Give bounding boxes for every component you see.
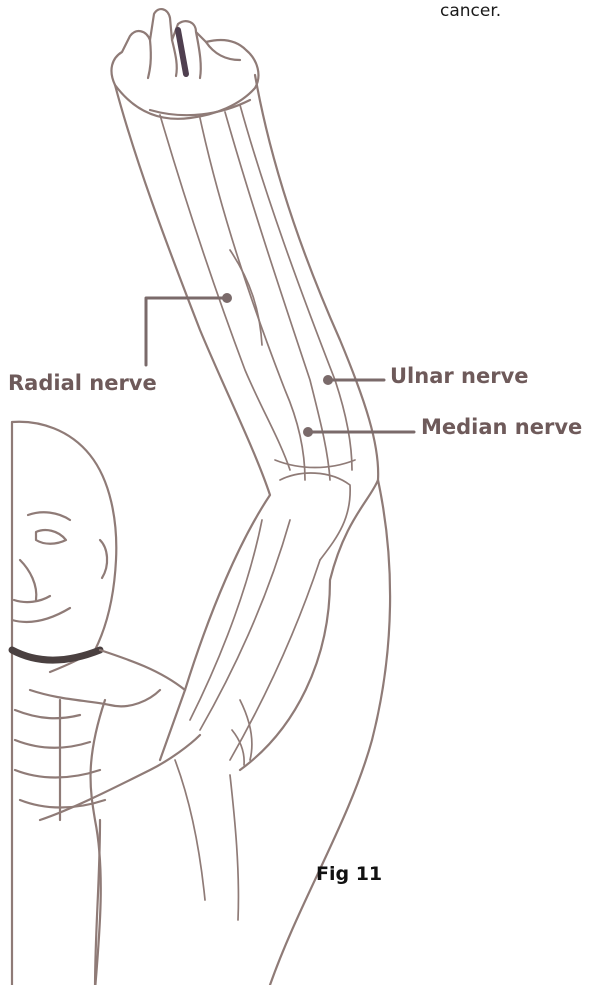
shoulder-contour [91, 700, 105, 985]
ulnar-nerve-label: Ulnar nerve [390, 364, 529, 388]
knuckle-line [206, 42, 240, 60]
elbow-structures [175, 473, 350, 920]
neck-band [12, 650, 100, 660]
hand [111, 9, 258, 119]
head-torso [12, 422, 200, 985]
eye [36, 530, 66, 544]
nose [20, 560, 36, 600]
finger-line [148, 40, 151, 78]
shoulder-line [100, 650, 185, 690]
ulnar-dot [325, 377, 332, 384]
collarbone [30, 690, 160, 706]
ear [100, 540, 107, 578]
median-dot [305, 429, 312, 436]
radial-nerve-label: Radial nerve [8, 371, 157, 395]
forearm-structures [160, 105, 355, 480]
eyebrow [28, 512, 70, 520]
figure-caption: Fig 11 [316, 863, 382, 885]
finger-line [172, 40, 177, 76]
arm-outline [91, 75, 391, 985]
thumb-shadow [178, 30, 186, 74]
upper-arm-contour [270, 480, 390, 985]
wrist-crease [150, 100, 250, 115]
finger-line [196, 32, 201, 78]
leader-lines [146, 295, 414, 436]
radial-dot [224, 295, 231, 302]
median-nerve-label: Median nerve [421, 415, 582, 439]
radial-leader [146, 298, 227, 365]
mouth [14, 596, 50, 602]
forearm-inner-contour [240, 75, 378, 770]
chin-jaw [12, 608, 70, 622]
